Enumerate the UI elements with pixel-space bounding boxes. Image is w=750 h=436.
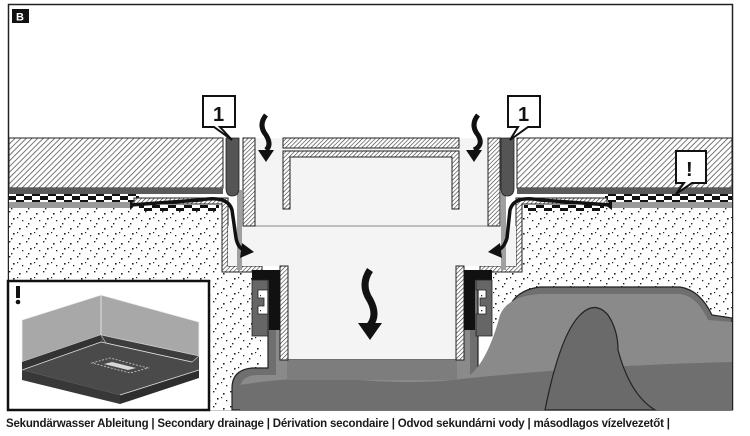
adhesive-layer-left [9,188,223,194]
gasket-left [252,270,280,280]
flow-arrow-top-right-icon [466,113,483,162]
waterproof-membrane-right [605,194,732,202]
secondary-drainage-diagram: B [6,3,734,412]
flow-arrow-seep-left-icon [129,197,254,258]
flow-arrow-seep-right-icon [488,197,612,258]
drain-interior-lower [228,226,516,266]
drain-cover-body [282,150,460,210]
svg-text:1: 1 [518,104,529,126]
flow-arrow-top-left-icon [258,113,274,162]
panel-label: B [12,9,29,24]
gasket-right [464,270,492,280]
warning-callout-membrane: ! [675,150,707,195]
outlet-wall-right [455,265,465,361]
drain-frame-left [242,137,256,227]
drain-cover-top [282,137,460,149]
callout-seal-right: 1 [507,95,541,141]
sealant-right [500,137,515,197]
outlet-wall-left [279,265,289,361]
svg-text:1: 1 [213,104,224,126]
drain-frame-right [487,137,501,227]
flow-arrow-center-icon [358,268,382,340]
inset-shower-tray [6,279,211,412]
inset-drain-channel [90,357,150,374]
adhesive-layer-right [517,188,732,194]
caption: Sekundärwasser Ableitung | Secondary dra… [6,418,670,430]
sealant-left [225,137,240,197]
siphon-bell [544,306,658,411]
waterproof-membrane-left [9,194,139,202]
callout-seal-left: 1 [202,95,236,141]
tile-left [8,137,224,189]
svg-text:!: ! [686,159,693,181]
svg-text:B: B [16,12,24,24]
